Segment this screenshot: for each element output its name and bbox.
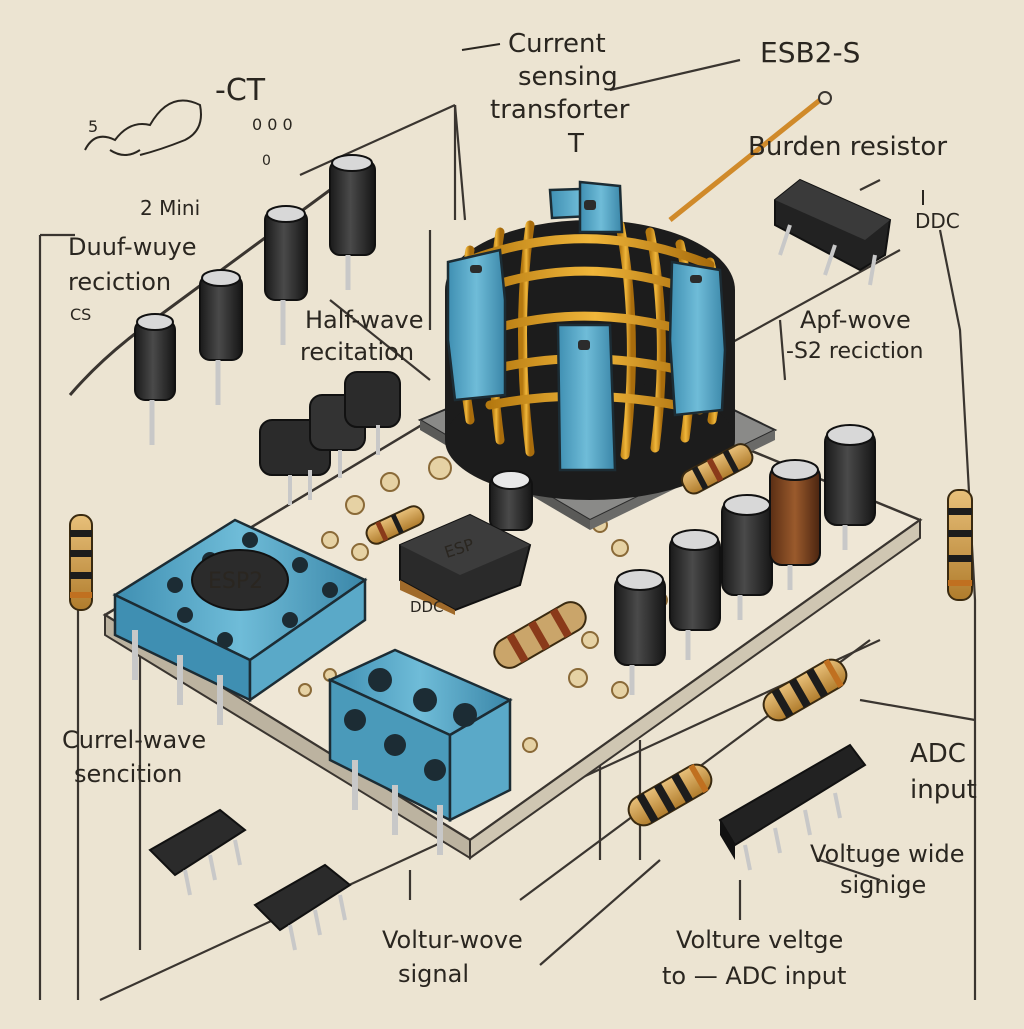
ddc-board-label: DDC bbox=[410, 598, 444, 616]
burden-resistor-block bbox=[774, 178, 892, 286]
capacitor-4 bbox=[329, 154, 376, 290]
capacitor-2 bbox=[199, 269, 243, 405]
ct-sub-label: 0 bbox=[262, 153, 271, 169]
center-ic-chip: ESP bbox=[399, 513, 532, 615]
esp2-chip bbox=[191, 549, 289, 611]
board-capacitors bbox=[489, 424, 876, 695]
bottom-left-transistors bbox=[148, 808, 352, 951]
volture-line-1: Volture veltge bbox=[676, 926, 843, 954]
current-sensing-line-2: sensing bbox=[518, 62, 618, 92]
resistors bbox=[69, 443, 973, 827]
esp2-chip-label: ESP2 bbox=[208, 569, 263, 594]
current-wave-line-1: Currel-wave bbox=[62, 726, 206, 754]
burden-resistor-label: Burden resistor bbox=[748, 132, 947, 162]
half-wave-line-2: recitation bbox=[300, 338, 414, 366]
bottom-right-ic bbox=[718, 743, 867, 871]
capacitor-r2 bbox=[669, 529, 721, 660]
current-sensing-line-1: Current bbox=[508, 29, 606, 59]
resistor-small-diag bbox=[365, 505, 425, 545]
capacitor-3 bbox=[264, 205, 308, 345]
current-wave-line-2: sencition bbox=[74, 760, 182, 788]
apf-wave-line-2: -S2 reciction bbox=[786, 339, 923, 364]
capacitor-r4-brown bbox=[769, 459, 821, 590]
scribble-label: 5 bbox=[88, 117, 98, 136]
adc-input-line-1: ADC bbox=[910, 739, 966, 769]
voltage-wide-line-2: signige bbox=[840, 871, 926, 899]
transistor-b1 bbox=[148, 808, 247, 896]
esp2-module: ESP2 bbox=[112, 518, 368, 725]
dual-wave-line-1: Duuf-wuye bbox=[68, 233, 197, 261]
mini-label: 2 Mini bbox=[140, 196, 200, 220]
capacitor-r1 bbox=[614, 569, 666, 695]
resistor-lower-2 bbox=[627, 763, 713, 827]
dual-wave-line-2: reciction bbox=[68, 268, 171, 296]
ct-code-label: 0 0 0 bbox=[252, 115, 293, 134]
current-transformer bbox=[445, 180, 735, 500]
labels: 5 -CT 0 0 0 0 2 Mini Current sensing tra… bbox=[62, 29, 977, 990]
resistor-lower-1 bbox=[762, 658, 848, 722]
transistor-array bbox=[259, 371, 401, 505]
apf-wave-line-1: Apf-wove bbox=[800, 306, 911, 334]
capacitor-r5 bbox=[824, 424, 876, 550]
ddc-right-label: DDC bbox=[915, 209, 960, 233]
top-left-capacitor-chain bbox=[68, 154, 376, 445]
terminal-block bbox=[327, 648, 513, 855]
resistor-right bbox=[947, 489, 973, 601]
capacitor-small-center bbox=[489, 470, 533, 531]
resistor-center-diag bbox=[493, 601, 587, 669]
ct-lead-wire bbox=[668, 98, 822, 222]
voltage-wide-line-1: Voltuge wide bbox=[810, 840, 964, 868]
voltur-wave-line-1: Voltur-wove bbox=[382, 926, 523, 954]
esp-top-label: ESB2-S bbox=[760, 36, 860, 69]
current-sensing-pointer bbox=[461, 43, 501, 51]
wire-terminal bbox=[818, 91, 832, 105]
capacitor-1 bbox=[134, 313, 176, 445]
ct-label: -CT bbox=[215, 73, 266, 108]
transistor-b2 bbox=[253, 863, 352, 951]
adc-input-line-2: input bbox=[910, 775, 977, 805]
current-sensing-line-4: T bbox=[567, 129, 584, 159]
current-sensing-line-3: transforter bbox=[490, 95, 630, 125]
half-wave-line-1: Half-wave bbox=[305, 306, 424, 334]
top-left-sketch bbox=[84, 99, 202, 156]
volture-line-2: to — ADC input bbox=[662, 962, 846, 990]
resistor-upper-diag bbox=[680, 443, 754, 495]
voltur-wave-line-2: signal bbox=[398, 960, 469, 988]
resistor-left bbox=[69, 514, 93, 611]
dual-wave-line-3: CS bbox=[70, 305, 91, 324]
